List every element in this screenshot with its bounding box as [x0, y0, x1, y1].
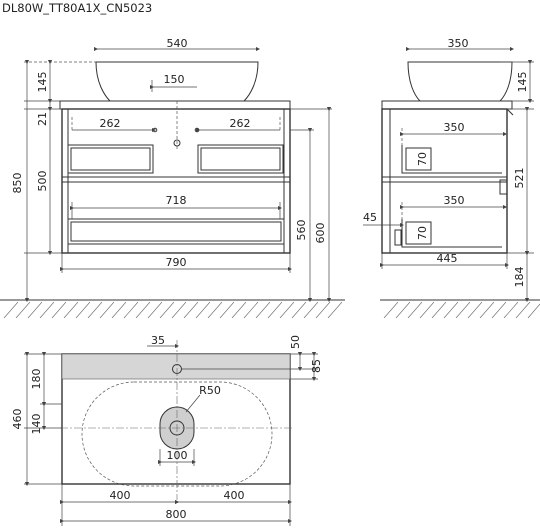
top-view: 35 50 85 460 180 140 R50 100 400 400: [11, 334, 323, 526]
side-height: 521: [513, 168, 526, 189]
front-cabinet-body: [61, 108, 291, 254]
side-countertop: [381, 100, 513, 110]
side-cabinet-depth: 445: [437, 252, 458, 265]
front-total-height: 850: [11, 173, 24, 194]
side-view: 350 145 350 70 350 70 45 445 521 184: [363, 37, 540, 319]
side-upper-drawer-depth: 350: [444, 121, 465, 134]
top-total-width: 800: [166, 508, 187, 521]
front-drain-offset: 150: [164, 73, 185, 86]
top-tap-hole-y: 50: [289, 335, 302, 349]
side-floor-clearance: 184: [513, 267, 526, 288]
front-cabinet-width: 790: [166, 256, 187, 269]
front-floor-height: 600: [314, 223, 327, 244]
front-upper-left-drawer: [67, 144, 154, 174]
front-countertop: [59, 100, 291, 110]
top-drain-width: 100: [167, 449, 188, 462]
front-drawer-height: 500: [36, 171, 49, 192]
front-left-handle: 262: [100, 117, 121, 130]
top-tap-offset: 35: [151, 334, 165, 347]
front-lower-handle: 718: [166, 194, 187, 207]
front-basin-height: 145: [36, 72, 49, 93]
front-basin-width: 540: [167, 37, 188, 50]
drawing-title: DL80W_TT80A1X_CN5023: [2, 1, 152, 15]
top-drain-radius: R50: [199, 384, 221, 397]
front-top-thickness: 21: [36, 112, 49, 126]
top-back-band: [61, 353, 291, 380]
side-basin-depth: 350: [448, 37, 469, 50]
top-back-band-depth: 180: [30, 369, 43, 390]
side-lower-drawer-height: 70: [416, 226, 429, 240]
front-right-handle: 262: [230, 117, 251, 130]
top-half-right: 400: [224, 489, 245, 502]
side-drawer-offset: 45: [363, 211, 377, 224]
top-tap-depth: 85: [310, 359, 323, 373]
front-upper-right-drawer: [197, 144, 284, 174]
side-basin-height: 145: [516, 72, 529, 93]
side-upper-drawer: [401, 145, 502, 174]
front-mount-height: 560: [295, 220, 308, 241]
top-total-depth: 460: [11, 409, 24, 430]
top-drain-y: 140: [30, 414, 43, 435]
side-basin-outline: [407, 61, 513, 102]
top-half-left: 400: [110, 489, 131, 502]
side-upper-drawer-height: 70: [416, 152, 429, 166]
front-lower-drawer: [67, 218, 285, 245]
front-view: 540 150 262 262 718 790 850 145 21: [0, 37, 345, 319]
side-lower-drawer-depth: 350: [444, 194, 465, 207]
side-lower-drawer: [401, 219, 502, 248]
